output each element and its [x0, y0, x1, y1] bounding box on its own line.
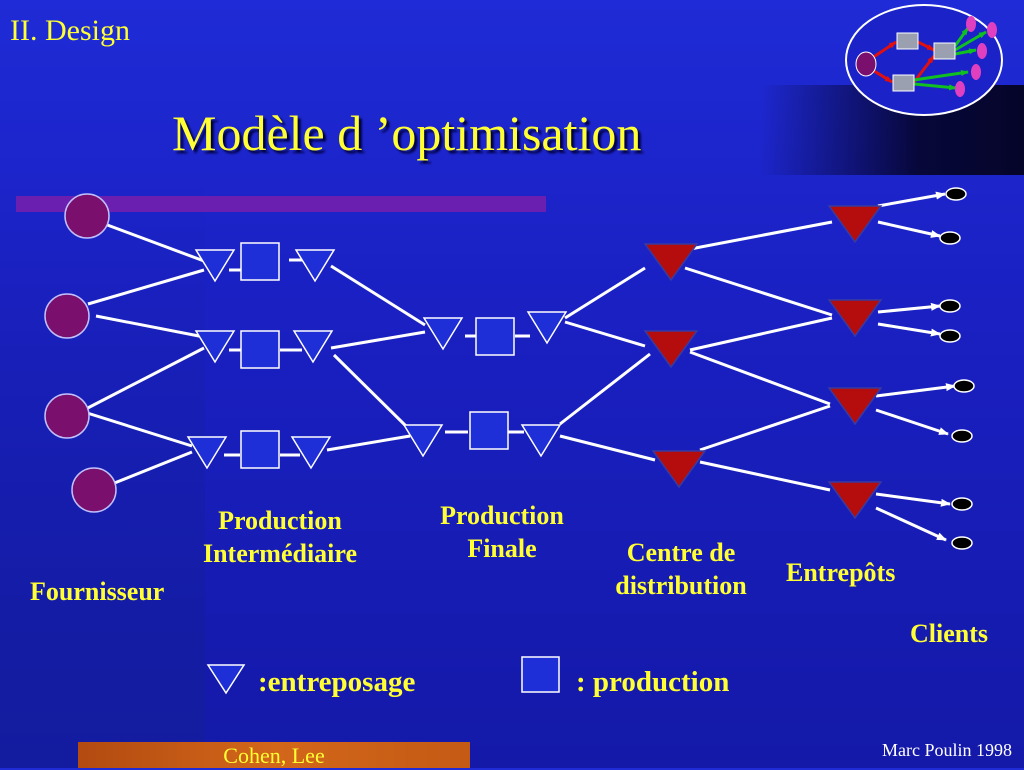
legend-storage-label: :entreposage	[258, 666, 416, 698]
footer-credit: Marc Poulin 1998	[882, 740, 1012, 760]
label-clients: Clients	[910, 619, 988, 648]
storage-nodes	[186, 249, 568, 470]
supplier-node	[44, 393, 90, 439]
warehouse-triangle	[827, 205, 883, 244]
warehouse-triangle	[827, 387, 883, 426]
client-node	[951, 497, 973, 511]
storage-triangle	[194, 249, 236, 283]
label-centre-distribution-line1: Centre de	[626, 538, 736, 567]
distribution-triangle	[651, 450, 707, 489]
legend-production-label: : production	[576, 666, 730, 698]
distribution-nodes	[643, 243, 707, 489]
storage-triangle	[194, 330, 236, 364]
storage-triangle	[186, 436, 228, 470]
legend-production-icon	[521, 656, 560, 693]
client-node	[951, 429, 973, 443]
label-centre-distribution-line2: distribution	[615, 571, 747, 600]
production-square	[240, 430, 280, 469]
production-square	[240, 242, 280, 281]
legend-storage-icon	[206, 664, 246, 695]
distribution-triangle	[643, 330, 699, 369]
storage-triangle	[292, 330, 334, 364]
production-square	[240, 330, 280, 369]
client-nodes	[939, 187, 975, 550]
page-title: Modèle d ’optimisation	[172, 105, 642, 161]
storage-triangle	[402, 424, 444, 458]
production-square	[475, 317, 515, 356]
client-node	[945, 187, 967, 201]
network-logo-icon	[845, 4, 1003, 116]
production-square	[469, 411, 509, 450]
client-node	[951, 536, 973, 550]
supplier-node	[44, 293, 90, 339]
title-underline	[16, 196, 546, 212]
client-node	[939, 231, 961, 245]
label-fournisseur: Fournisseur	[30, 577, 165, 606]
warehouse-triangle	[827, 299, 883, 338]
network-links	[79, 191, 956, 542]
label-production-finale-line1: Production	[440, 501, 564, 530]
supplier-node	[64, 193, 110, 239]
footer-author-bar: Cohen, Lee	[78, 742, 470, 768]
storage-triangle	[422, 317, 464, 351]
storage-triangle	[294, 249, 336, 283]
distribution-triangle	[643, 243, 699, 282]
label-production-intermediaire-line1: Production	[218, 506, 342, 535]
production-nodes	[240, 242, 515, 469]
supplier-node	[71, 467, 117, 513]
storage-triangle	[526, 311, 568, 345]
client-node	[939, 329, 961, 343]
client-node	[953, 379, 975, 393]
section-label: II. Design	[10, 14, 130, 47]
storage-triangle	[520, 424, 562, 458]
warehouse-nodes	[827, 205, 883, 520]
label-production-intermediaire: Production Intermédiaire	[170, 504, 390, 570]
supplier-nodes	[44, 193, 117, 513]
warehouse-triangle	[827, 481, 883, 520]
label-production-finale: Production Finale	[412, 499, 592, 565]
label-centre-distribution: Centre de distribution	[586, 536, 776, 602]
client-node	[939, 299, 961, 313]
storage-triangle	[290, 436, 332, 470]
label-production-finale-line2: Finale	[467, 534, 537, 563]
label-production-intermediaire-line2: Intermédiaire	[202, 539, 358, 568]
label-entrepots: Entrepôts	[786, 558, 896, 587]
